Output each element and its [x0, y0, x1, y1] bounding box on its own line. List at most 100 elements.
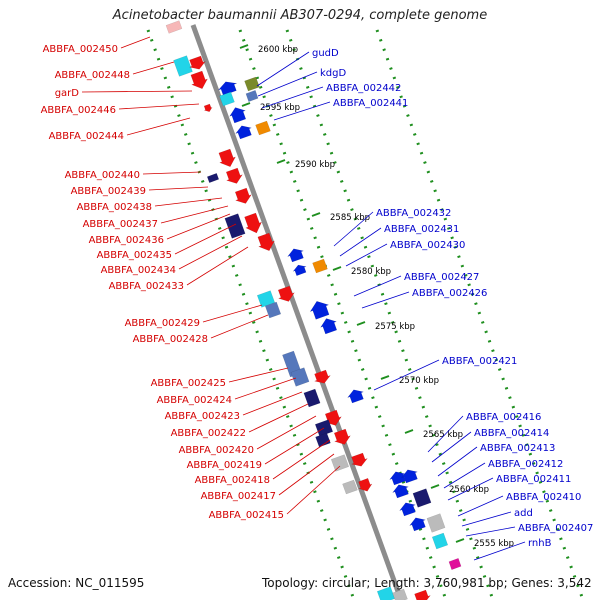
right-gene-label: ABBFA_002430: [390, 240, 465, 251]
gene-feature: [330, 454, 350, 472]
gene-feature: [312, 258, 328, 274]
left-gene-label: ABBFA_002436: [89, 235, 164, 246]
left-leader-line: [178, 235, 243, 270]
right-gene-label: ABBFA_002431: [384, 224, 459, 235]
gene-feature: [392, 588, 408, 600]
right-gene-label: ABBFA_002416: [466, 412, 541, 423]
left-leader-line: [248, 403, 309, 433]
right-leader-line: [461, 511, 512, 527]
gene-feature: [224, 213, 246, 239]
left-leader-line: [272, 439, 331, 480]
track-dotted-line: [238, 29, 448, 600]
right-leader-line: [261, 86, 324, 109]
gene-feature: [350, 452, 369, 467]
gene-feature: [426, 513, 446, 533]
left-gene-label: ABBFA_002438: [77, 202, 152, 213]
left-gene-label: ABBFA_002433: [109, 281, 184, 292]
gene-feature: [324, 409, 343, 426]
kbp-label: 2565 kbp: [423, 430, 463, 440]
left-leader-line: [118, 103, 200, 110]
right-leader-line: [473, 541, 526, 561]
gene-feature: [342, 479, 358, 495]
right-leader-line: [273, 101, 331, 121]
gene-feature: [244, 212, 263, 234]
gene-feature: [256, 290, 276, 308]
right-leader-line: [361, 291, 410, 309]
right-gene-label: gudD: [312, 48, 339, 59]
gene-feature: [309, 301, 330, 320]
kbp-tick: [332, 266, 342, 271]
left-leader-line: [148, 186, 209, 191]
left-leader-line: [264, 427, 325, 465]
right-gene-label: ABBFA_002411: [496, 474, 571, 485]
gene-feature: [290, 367, 310, 387]
left-gene-label: ABBFA_002425: [151, 378, 226, 389]
kbp-tick: [455, 538, 465, 543]
kbp-label: 2555 kbp: [474, 539, 514, 549]
gene-feature: [206, 172, 220, 184]
gene-feature: [255, 120, 271, 136]
gene-feature: [245, 89, 259, 103]
right-leader-line: [339, 227, 382, 257]
accession-text: Accession: NC_011595: [8, 576, 145, 590]
gene-feature: [412, 488, 432, 508]
right-leader-line: [447, 477, 494, 501]
left-gene-label: garD: [55, 88, 80, 99]
left-leader-line: [256, 415, 317, 450]
gene-feature: [190, 70, 209, 90]
left-leader-line: [228, 367, 289, 383]
left-gene-label: ABBFA_002440: [65, 170, 140, 181]
topology-text: Topology: circular; Length: 3,760,981 bp…: [262, 576, 592, 590]
right-gene-label: kdgD: [320, 68, 346, 79]
left-leader-line: [132, 61, 175, 75]
gene-feature: [219, 91, 235, 107]
gene-feature: [391, 484, 410, 499]
left-gene-label: ABBFA_002417: [201, 491, 276, 502]
kbp-label: 2600 kbp: [258, 45, 298, 55]
left-leader-line: [186, 246, 249, 286]
gene-feature: [173, 55, 193, 77]
right-leader-line: [333, 211, 374, 247]
right-gene-label: ABBFA_002414: [474, 428, 549, 439]
left-gene-label: ABBFA_002450: [43, 44, 118, 55]
left-leader-line: [126, 117, 191, 136]
right-gene-label: ABBFA_002421: [442, 356, 517, 367]
right-leader-line: [257, 71, 318, 97]
left-gene-label: ABBFA_002437: [83, 219, 158, 230]
genome-backbone: [190, 24, 404, 600]
left-leader-line: [202, 304, 263, 323]
gene-feature: [333, 428, 352, 445]
gene-feature: [234, 187, 253, 204]
left-gene-label: ABBFA_002446: [41, 105, 116, 116]
kbp-label: 2570 kbp: [399, 376, 439, 386]
right-leader-line: [427, 415, 464, 453]
right-gene-label: ABBFA_002441: [333, 98, 408, 109]
right-leader-line: [431, 431, 472, 463]
right-gene-label: ABBFA_002432: [376, 208, 451, 219]
left-gene-label: ABBFA_002434: [101, 265, 176, 276]
left-gene-label: ABBFA_002424: [157, 395, 232, 406]
right-leader-line: [457, 495, 504, 517]
kbp-label: 2595 kbp: [260, 103, 300, 113]
left-leader-line: [142, 171, 202, 175]
right-gene-label: ABBFA_002427: [404, 272, 479, 283]
kbp-tick: [430, 484, 440, 489]
left-leader-line: [174, 223, 237, 255]
left-gene-label: ABBFA_002439: [71, 186, 146, 197]
left-leader-line: [154, 197, 223, 207]
right-leader-line: [345, 243, 388, 267]
gene-feature: [292, 264, 308, 277]
right-gene-label: ABBFA_002410: [506, 492, 581, 503]
gene-feature: [165, 20, 183, 34]
left-leader-line: [242, 391, 303, 416]
left-gene-label: ABBFA_002423: [165, 411, 240, 422]
left-gene-label: ABBFA_002419: [187, 460, 262, 471]
track-dotted-line: [375, 29, 585, 600]
left-gene-label: ABBFA_002420: [179, 445, 254, 456]
left-leader-line: [160, 205, 229, 224]
gene-feature: [303, 388, 321, 408]
right-leader-line: [353, 275, 402, 297]
gene-feature: [218, 81, 237, 96]
kbp-tick: [241, 102, 251, 107]
